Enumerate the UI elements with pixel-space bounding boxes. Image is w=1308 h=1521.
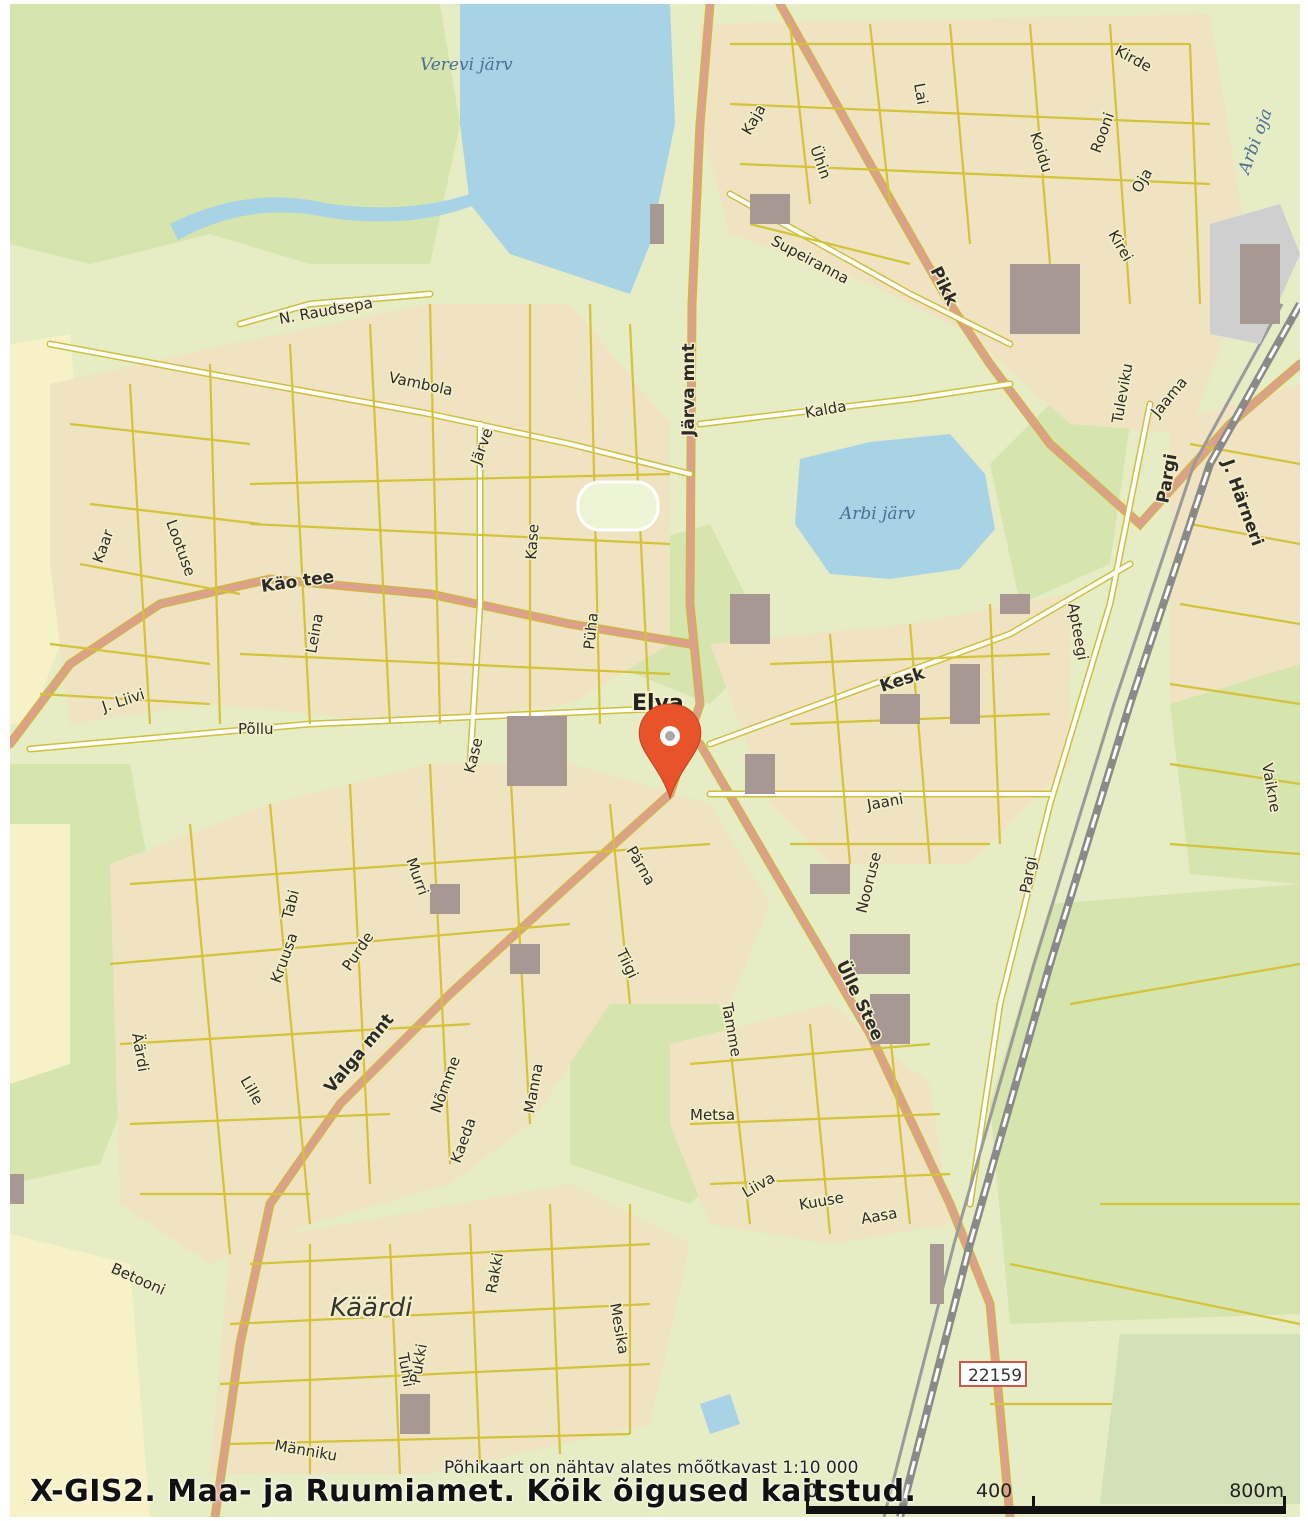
map-canvas[interactable]: Verevi järv Arbi järv Arbi oja Elva Käär…: [10, 4, 1300, 1517]
scale-tick-mid: [1032, 1496, 1035, 1508]
label-street-jarva: Järva mnt: [679, 343, 699, 437]
river-west: [170, 194, 472, 240]
road-number-text: 22159: [968, 1366, 1022, 1386]
street-grid: [39, 23, 1300, 1475]
scale-visibility-note: Põhikaart on nähtav alates mõõtkavast 1:…: [444, 1458, 859, 1478]
buildings: [10, 194, 1280, 1434]
sports-field: [576, 480, 660, 532]
label-street-polli: Põllu: [238, 720, 274, 738]
scale-tick-right: [1283, 1496, 1286, 1508]
lake-verevi: [460, 4, 675, 294]
label-street-metsa: Metsa: [690, 1106, 735, 1124]
map-attribution: X-GIS2. Maa- ja Ruumiamet. Kõik õigused …: [30, 1474, 917, 1509]
scale-bar: 0 400 800m: [806, 1478, 1286, 1518]
scale-line: [806, 1506, 1286, 1514]
label-street-tuhli: Tuhli: [394, 1351, 418, 1389]
major-roads: [10, 4, 1300, 1517]
label-lake-verevi: Verevi järv: [420, 55, 513, 75]
label-street-puha: Püha: [580, 612, 602, 651]
location-marker[interactable]: [638, 703, 702, 800]
water-bodies: [170, 4, 995, 1434]
label-street-kase-north: Kase: [522, 523, 542, 560]
label-street-lai: Lai: [910, 82, 931, 107]
lake-arbi: [795, 434, 995, 579]
label-village-kaardi[interactable]: Käärdi: [328, 1291, 415, 1325]
scale-label-zero: 0: [806, 1480, 819, 1502]
road-number-badge: 22159: [959, 1361, 1027, 1387]
scale-label-mid: 400: [976, 1480, 1013, 1502]
scale-tick-left: [806, 1496, 809, 1508]
scale-label-end: 800m: [1229, 1480, 1284, 1502]
label-lake-arbi: Arbi järv: [838, 504, 916, 524]
map-pin-icon: [638, 703, 702, 800]
